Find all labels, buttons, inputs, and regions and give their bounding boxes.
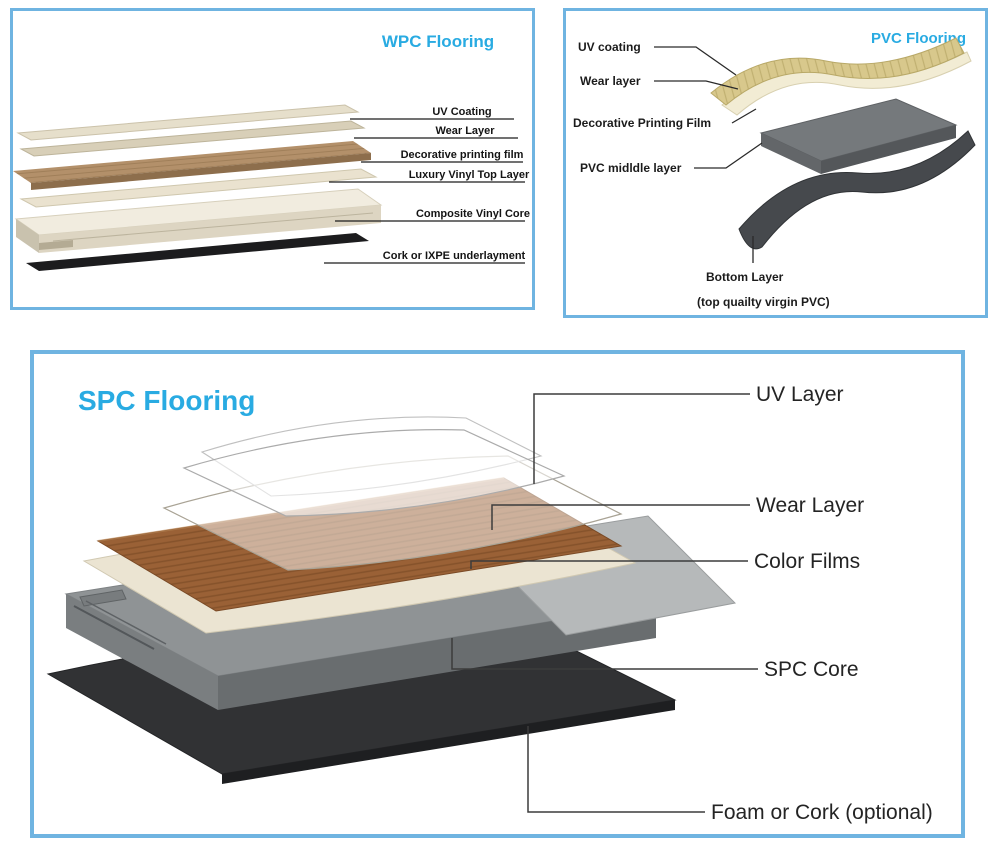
pvc-wear-uv-sheet (710, 37, 965, 106)
pvc-labels: UV coating Wear layer Decorative Printin… (573, 40, 830, 309)
pvc-leader-middle (694, 142, 763, 169)
wpc-label-wear: Wear Layer (435, 125, 495, 137)
pvc-label-uv: UV coating (578, 40, 641, 54)
pvc-label-bottom: Bottom Layer (706, 270, 784, 284)
wpc-label-luxury: Luxury Vinyl Top Layer (409, 169, 530, 181)
wpc-luxury-vinyl-layer (19, 168, 378, 208)
wpc-label-cork: Cork or IXPE underlayment (383, 250, 526, 262)
spc-label-core: SPC Core (764, 658, 859, 681)
pvc-panel: PVC Flooring (563, 8, 988, 318)
spc-title: SPC Flooring (78, 385, 255, 416)
spc-panel: SPC Flooring (30, 350, 965, 838)
wpc-panel: WPC Flooring (10, 8, 535, 310)
wpc-title: WPC Flooring (382, 32, 494, 51)
spc-label-films: Color Films (754, 550, 860, 573)
pvc-leader-film (731, 108, 757, 124)
pvc-label-film: Decorative Printing Film (573, 116, 711, 130)
wpc-labels: UV Coating Wear Layer Decorative printin… (383, 106, 530, 262)
pvc-leader-uv (654, 46, 737, 76)
spc-label-wear: Wear Layer (756, 494, 864, 517)
wpc-cork-underlayment-layer (26, 233, 369, 271)
pvc-diagram: PVC Flooring (573, 30, 976, 309)
wpc-label-decorative: Decorative printing film (401, 149, 524, 161)
wpc-layers (13, 104, 383, 271)
pvc-label-wear: Wear layer (580, 74, 641, 88)
spc-leader-uv (533, 393, 750, 484)
spc-leader-films (470, 560, 748, 569)
pvc-label-middle: PVC midldle layer (580, 161, 682, 175)
spc-label-uv: UV Layer (756, 383, 844, 406)
spc-label-foam: Foam or Cork (optional) (711, 801, 933, 824)
spc-diagram: SPC Flooring (46, 383, 933, 824)
wpc-label-uv: UV Coating (432, 106, 491, 118)
wpc-uv-coating-layer (16, 104, 360, 141)
spc-layers (46, 416, 737, 784)
pvc-title: PVC Flooring (871, 30, 966, 47)
pvc-leader-wear (654, 80, 739, 90)
spc-leader-wear (491, 504, 750, 530)
spc-uv-layer (182, 416, 566, 517)
wpc-decorative-film-layer (13, 141, 371, 190)
pvc-layers (710, 37, 976, 250)
pvc-leader-lines (654, 46, 763, 263)
spc-leader-lines (451, 393, 758, 813)
spc-leader-foam (527, 726, 705, 813)
pvc-bottom-layer (738, 130, 976, 250)
pvc-middle-layer (759, 98, 958, 174)
wpc-wear-layer (19, 120, 366, 157)
wpc-diagram: WPC Flooring (13, 32, 530, 271)
spc-labels: UV Layer Wear Layer Color Films SPC Core… (711, 383, 933, 824)
wpc-composite-core-layer (14, 188, 383, 253)
wpc-label-core: Composite Vinyl Core (416, 208, 530, 220)
spc-leader-core (451, 638, 758, 670)
pvc-label-bottom-sub: (top quailty virgin PVC) (697, 295, 830, 309)
wpc-leader-lines (324, 118, 525, 264)
